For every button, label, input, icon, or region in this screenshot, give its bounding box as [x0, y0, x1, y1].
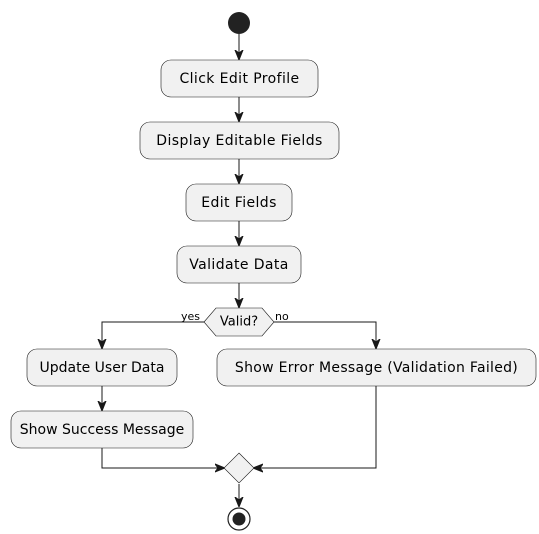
decision-valid-label: Valid? [220, 315, 258, 330]
guard-yes-label: yes [181, 310, 200, 323]
action-update-user-data-label: Update User Data [40, 360, 165, 376]
edge-decision-yes [102, 321, 204, 348]
edge-error-to-merge [254, 386, 377, 468]
action-show-error-message: Show Error Message (Validation Failed) [216, 348, 537, 387]
guard-no-label: no [275, 310, 289, 323]
action-click-edit-profile-label: Click Edit Profile [179, 71, 299, 87]
action-validate-data: Validate Data [176, 245, 302, 284]
action-show-success-message: Show Success Message [10, 410, 194, 449]
merge-node [223, 452, 255, 484]
action-validate-data-label: Validate Data [189, 257, 289, 273]
action-display-editable-fields: Display Editable Fields [139, 121, 340, 160]
edge-decision-no [274, 321, 376, 348]
action-click-edit-profile: Click Edit Profile [160, 59, 319, 98]
end-node [227, 507, 251, 531]
action-show-error-message-label: Show Error Message (Validation Failed) [235, 360, 518, 376]
action-edit-fields: Edit Fields [185, 183, 293, 222]
start-node [228, 12, 250, 34]
action-display-editable-fields-label: Display Editable Fields [156, 133, 322, 149]
action-update-user-data: Update User Data [26, 348, 178, 387]
action-show-success-message-label: Show Success Message [20, 422, 184, 438]
edge-success-to-merge [101, 448, 224, 468]
action-edit-fields-label: Edit Fields [201, 195, 277, 211]
decision-valid: Valid? [203, 307, 275, 337]
